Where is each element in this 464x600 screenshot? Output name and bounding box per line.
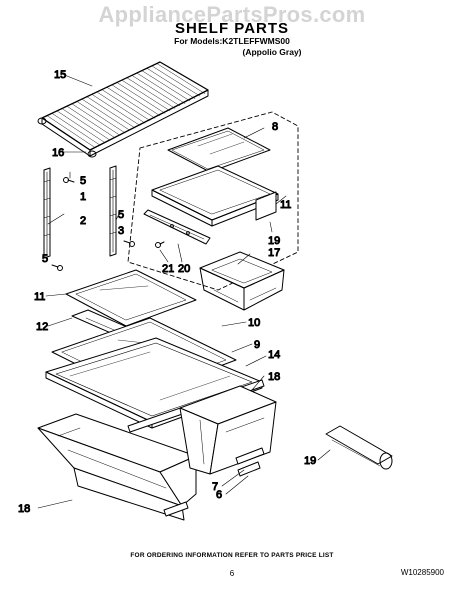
screw <box>51 264 63 271</box>
glass-shelf-insert <box>167 127 271 173</box>
handle-trim <box>325 425 393 470</box>
callout-19-lower: 19 <box>304 455 316 467</box>
callout-20: 20 <box>178 263 190 275</box>
shelf-end-cap <box>87 150 97 158</box>
callout-16: 16 <box>52 147 64 159</box>
shelf-frame <box>151 165 279 227</box>
callout-15: 15 <box>54 69 66 81</box>
screw <box>63 177 75 183</box>
callout-11-upper: 11 <box>280 199 291 211</box>
drawer-bin <box>199 251 285 311</box>
callout-5-upper: 5 <box>80 175 86 187</box>
model-number: For Models:K2TLEFFWMS00 <box>174 36 290 46</box>
page-title: SHELF PARTS <box>174 20 290 37</box>
callout-19-upper: 19 <box>268 235 280 247</box>
callout-labels: 15 16 5 1 2 5 3 5 8 11 19 17 21 20 11 12… <box>18 69 317 516</box>
model-color: (Appolio Gray) <box>242 47 302 57</box>
page-number: 6 <box>229 569 235 578</box>
front-trim <box>143 209 211 245</box>
callout-3: 3 <box>118 225 124 237</box>
ordering-note: FOR ORDERING INFORMATION REFER TO PARTS … <box>130 552 334 559</box>
callout-17: 17 <box>268 247 280 259</box>
drawer-slide <box>163 447 265 517</box>
document-number: W10285900 <box>400 568 444 577</box>
crisper-drawer-right <box>179 385 277 475</box>
callout-10: 10 <box>248 317 260 329</box>
assembly-outline <box>127 111 299 291</box>
model-info: For Models:K2TLEFFWMS00 (Appolio Gray) <box>0 36 464 58</box>
shelf-end-cap <box>37 117 47 125</box>
wire-shelf <box>41 61 209 157</box>
callout-2: 2 <box>80 215 86 227</box>
callout-18-right: 18 <box>268 371 280 383</box>
callout-12: 12 <box>36 321 48 333</box>
shelf-ladder-left <box>43 167 51 259</box>
callout-9: 9 <box>254 339 260 351</box>
callout-14: 14 <box>268 349 280 361</box>
screw <box>155 241 165 248</box>
watermark: AppliancePartsPros.com <box>98 2 366 27</box>
screw <box>123 240 135 247</box>
callout-5-lower: 5 <box>42 253 48 265</box>
callout-6: 6 <box>216 489 222 501</box>
callout-21: 21 <box>162 263 174 275</box>
callout-11-lower: 11 <box>34 291 45 303</box>
callout-5-mid: 5 <box>118 209 124 221</box>
drawer-clip <box>237 461 261 477</box>
callout-8: 8 <box>272 121 278 133</box>
callout-1: 1 <box>80 191 86 203</box>
crisper-drawer-left <box>37 413 197 521</box>
shelf-ladder-right <box>109 165 117 257</box>
callout-18-left: 18 <box>18 503 30 515</box>
callout-7: 7 <box>212 481 218 493</box>
shelf-glass-lower <box>65 269 197 327</box>
